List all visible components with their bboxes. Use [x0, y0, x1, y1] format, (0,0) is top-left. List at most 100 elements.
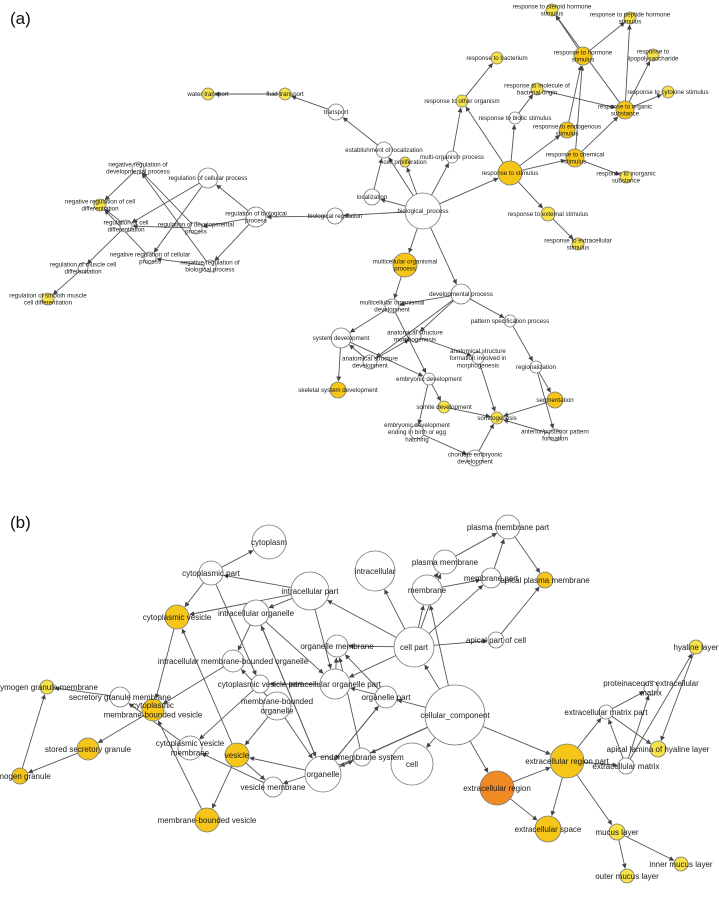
node-circle[interactable] [141, 698, 165, 722]
node-circle[interactable] [325, 634, 349, 658]
node-circle[interactable] [529, 360, 543, 374]
node-circle[interactable] [262, 776, 284, 798]
node-circle[interactable] [278, 87, 292, 101]
node-circle[interactable] [319, 668, 351, 700]
node-circle[interactable] [194, 807, 220, 833]
node-circle[interactable] [450, 283, 472, 305]
node-circle[interactable] [497, 160, 523, 186]
node-circle[interactable] [598, 704, 614, 720]
node-circle[interactable] [399, 156, 411, 168]
node-circle[interactable] [119, 219, 133, 233]
node-circle[interactable] [304, 755, 342, 793]
node-circle[interactable] [327, 103, 345, 121]
edge-b4-b10 [184, 582, 205, 608]
node-label: membrane-bounded vesicle [158, 816, 257, 825]
node-circle[interactable] [495, 514, 521, 540]
node-circle[interactable] [673, 856, 689, 872]
node-circle[interactable] [224, 742, 250, 768]
node-circle[interactable] [619, 170, 633, 184]
node-circle[interactable] [558, 121, 576, 139]
node-circle[interactable] [445, 150, 459, 164]
node-circle[interactable] [530, 82, 544, 96]
node-circle[interactable] [189, 221, 203, 235]
node-circle[interactable] [198, 560, 224, 586]
node-circle[interactable] [422, 372, 436, 386]
node-circle[interactable] [455, 94, 469, 108]
node-circle[interactable] [250, 674, 270, 694]
node-circle[interactable] [326, 207, 344, 225]
edge-a34-a35 [52, 270, 80, 295]
node-circle[interactable] [384, 298, 400, 314]
node-circle[interactable] [432, 549, 458, 575]
node-circle[interactable] [251, 524, 287, 560]
node-circle[interactable] [409, 424, 425, 440]
node-circle[interactable] [688, 639, 704, 655]
node-circle[interactable] [362, 354, 378, 370]
node-circle[interactable] [437, 400, 451, 414]
node-circle[interactable] [203, 259, 217, 273]
node-circle[interactable] [408, 329, 422, 343]
node-circle[interactable] [480, 567, 502, 589]
node-circle[interactable] [39, 679, 55, 695]
node-circle[interactable] [143, 251, 157, 265]
node-circle[interactable] [177, 735, 203, 761]
node-circle[interactable] [11, 767, 29, 785]
node-circle[interactable] [536, 571, 554, 589]
node-circle[interactable] [608, 823, 626, 841]
node-circle[interactable] [487, 631, 505, 649]
edge-a42-a40 [349, 344, 365, 358]
node-circle[interactable] [245, 206, 267, 228]
node-circle[interactable] [329, 381, 347, 399]
node-circle[interactable] [109, 686, 131, 708]
node-circle[interactable] [546, 391, 564, 409]
node-circle[interactable] [290, 571, 330, 611]
node-circle[interactable] [549, 743, 585, 779]
node-circle[interactable] [540, 206, 556, 222]
node-circle[interactable] [76, 737, 100, 761]
node-circle[interactable] [643, 680, 659, 696]
node-circle[interactable] [424, 684, 486, 746]
node-circle[interactable] [41, 292, 55, 306]
node-circle[interactable] [565, 148, 585, 168]
node-circle[interactable] [617, 757, 635, 775]
node-circle[interactable] [197, 167, 219, 189]
node-circle[interactable] [649, 740, 667, 758]
node-circle[interactable] [262, 691, 292, 721]
node-circle[interactable] [548, 428, 562, 442]
node-circle[interactable] [352, 747, 372, 767]
node-circle[interactable] [392, 252, 418, 278]
node-circle[interactable] [354, 550, 396, 592]
node-circle[interactable] [471, 351, 485, 365]
node-circle[interactable] [93, 198, 107, 212]
node-circle[interactable] [411, 574, 443, 606]
node-circle[interactable] [615, 100, 635, 120]
node-circle[interactable] [393, 626, 435, 668]
node-circle[interactable] [164, 604, 190, 630]
node-circle[interactable] [374, 685, 398, 709]
node-circle[interactable] [390, 742, 434, 786]
node-circle[interactable] [221, 649, 245, 673]
node-circle[interactable] [131, 161, 145, 175]
node-circle[interactable] [242, 599, 270, 627]
node-circle[interactable] [623, 11, 637, 25]
node-circle[interactable] [646, 48, 660, 62]
node-circle[interactable] [479, 770, 515, 806]
node-circle[interactable] [330, 327, 352, 349]
node-circle[interactable] [503, 314, 517, 328]
node-circle[interactable] [490, 51, 504, 65]
edge-a24-a25 [343, 211, 406, 218]
node-circle[interactable] [201, 87, 215, 101]
node-circle[interactable] [363, 188, 381, 206]
node-circle[interactable] [661, 85, 675, 99]
node-circle[interactable] [508, 111, 522, 125]
node-circle[interactable] [466, 449, 484, 467]
node-circle[interactable] [375, 141, 393, 159]
node-circle[interactable] [545, 3, 559, 17]
node-circle[interactable] [571, 237, 585, 251]
node-circle[interactable] [404, 192, 442, 230]
node-circle[interactable] [573, 46, 593, 66]
node-circle[interactable] [619, 868, 635, 884]
node-circle[interactable] [490, 411, 504, 425]
node-circle[interactable] [534, 815, 562, 843]
node-circle[interactable] [77, 262, 89, 274]
